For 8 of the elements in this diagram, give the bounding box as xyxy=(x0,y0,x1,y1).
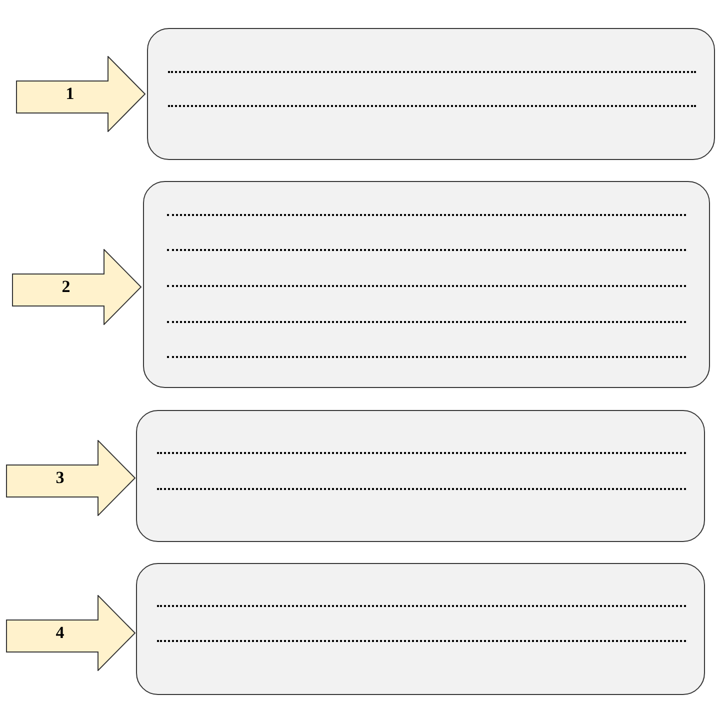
step-number: 1 xyxy=(64,84,76,104)
step-number: 4 xyxy=(54,623,66,643)
answer-panel xyxy=(143,181,710,388)
answer-panel xyxy=(147,28,715,160)
step-number: 3 xyxy=(54,468,66,488)
answer-panel xyxy=(136,563,705,695)
step-number: 2 xyxy=(60,277,72,297)
answer-panel xyxy=(136,410,705,542)
